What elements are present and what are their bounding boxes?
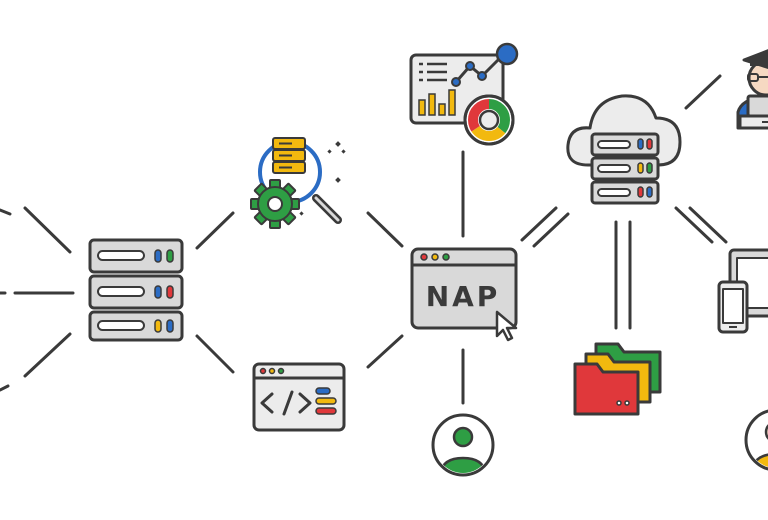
line-nap-to-cloud-b <box>532 212 570 248</box>
cursor-icon <box>495 310 518 342</box>
devices-icon <box>717 248 768 334</box>
line-cloud-to-devices-b <box>688 206 728 244</box>
line-left-edge-3 <box>0 384 10 392</box>
connectors <box>0 74 728 405</box>
line-nap-to-cloud-a <box>520 206 558 242</box>
nap-label: NAP <box>426 280 501 313</box>
folders-icon <box>573 342 662 416</box>
nap-window <box>410 247 518 342</box>
line-server-to-search <box>195 211 235 250</box>
cloud-server-icon <box>566 94 682 205</box>
left-server-rack-icon <box>88 238 184 342</box>
line-code-to-nap <box>366 334 404 369</box>
line-left-edge-1 <box>0 208 12 216</box>
line-cloud-to-devices-a <box>674 206 714 244</box>
server-search-gear-icon <box>250 137 346 229</box>
code-window-icon <box>252 362 346 432</box>
analytics-dashboard-icon <box>409 42 519 146</box>
line-search-to-nap <box>366 211 404 248</box>
graduate-laptop-user-icon <box>736 49 768 130</box>
line-cloud-to-graduate <box>684 74 722 110</box>
line-server-to-code <box>195 334 235 374</box>
line-left-3 <box>23 332 72 378</box>
user-avatar-icon <box>431 413 495 477</box>
line-left-1 <box>23 206 72 254</box>
partial-user-icon <box>744 409 768 471</box>
